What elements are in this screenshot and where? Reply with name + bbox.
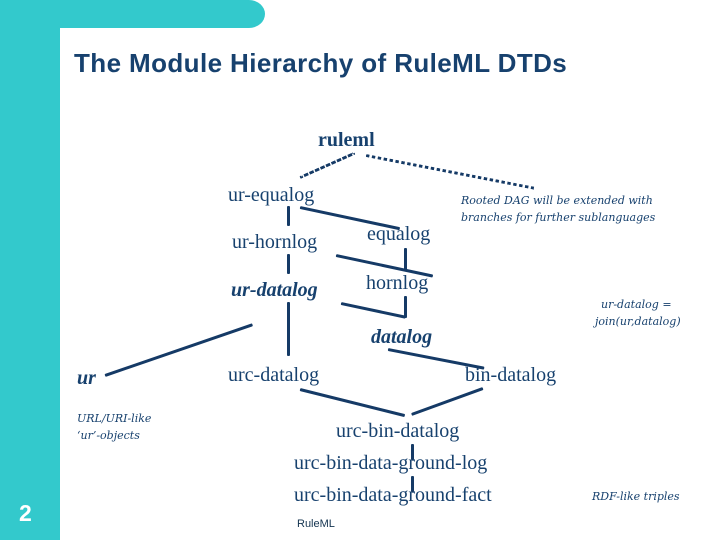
page-title: The Module Hierarchy of RuleML DTDs: [74, 48, 568, 78]
annotation-ur-objects: URL/URI-like ‘ur’-objects: [77, 410, 151, 444]
annotation-rooted-dag-line1: Rooted DAG will be extended with: [461, 194, 653, 207]
annotation-join-line2: join(ur,datalog): [595, 315, 681, 329]
node-ur-equalog[interactable]: ur-equalog: [228, 184, 315, 206]
node-urc-bin-data-ground-log[interactable]: urc-bin-data-ground-log: [294, 452, 488, 474]
edge-hornlog-to-datalog: [404, 296, 407, 318]
edge-ur-datalog-to-datalog: [340, 302, 406, 319]
edge-equalog-to-hornlog: [404, 248, 407, 270]
edge-ground-log-to-ground-fact: [411, 476, 414, 492]
edge-urc-bin-datalog-to-ground-log: [411, 444, 414, 460]
page-number: 2: [19, 500, 32, 526]
annotation-rooted-dag-line2: branches for further sublanguages: [461, 211, 656, 225]
edge-urc-datalog-to-urc-bin-datalog: [299, 388, 406, 418]
node-datalog[interactable]: datalog: [371, 326, 433, 348]
annotation-join-line1: ur-datalog =: [601, 298, 672, 311]
edge-ruleml-to-ur-equalog: [299, 151, 356, 179]
annotation-ur-objects-line2: ‘ur’-objects: [77, 429, 140, 443]
node-ur[interactable]: ur: [77, 367, 96, 389]
node-equalog[interactable]: equalog: [367, 223, 431, 245]
edge-ur-hornlog-to-ur-datalog: [287, 254, 290, 274]
node-ur-datalog[interactable]: ur-datalog: [231, 279, 318, 301]
accent-top-bar: [0, 0, 265, 28]
edge-ur-equalog-to-ur-hornlog: [287, 206, 290, 226]
accent-left-bar: [0, 0, 60, 540]
edge-ruleml-to-equalog: [365, 154, 536, 190]
node-ur-hornlog[interactable]: ur-hornlog: [232, 231, 318, 253]
annotation-join: ur-datalog = join(ur,datalog): [595, 296, 681, 330]
edge-bin-datalog-to-urc-bin-datalog: [411, 387, 484, 416]
node-hornlog[interactable]: hornlog: [366, 272, 429, 294]
node-urc-bin-datalog[interactable]: urc-bin-datalog: [336, 420, 460, 442]
annotation-rooted-dag: Rooted DAG will be extended with branche…: [461, 192, 655, 226]
node-urc-bin-data-ground-fact[interactable]: urc-bin-data-ground-fact: [294, 484, 492, 506]
footer-label: RuleML: [297, 518, 335, 530]
node-bin-datalog[interactable]: bin-datalog: [465, 364, 557, 386]
annotation-rdf-triples-line1: RDF-like triples: [592, 490, 680, 503]
annotation-ur-objects-line1: URL/URI-like: [77, 412, 152, 425]
annotation-rdf-triples: RDF-like triples: [592, 488, 680, 505]
edge-ur-datalog-to-urc-datalog: [287, 302, 290, 356]
node-ruleml[interactable]: ruleml: [318, 129, 375, 151]
node-urc-datalog[interactable]: urc-datalog: [228, 364, 320, 386]
